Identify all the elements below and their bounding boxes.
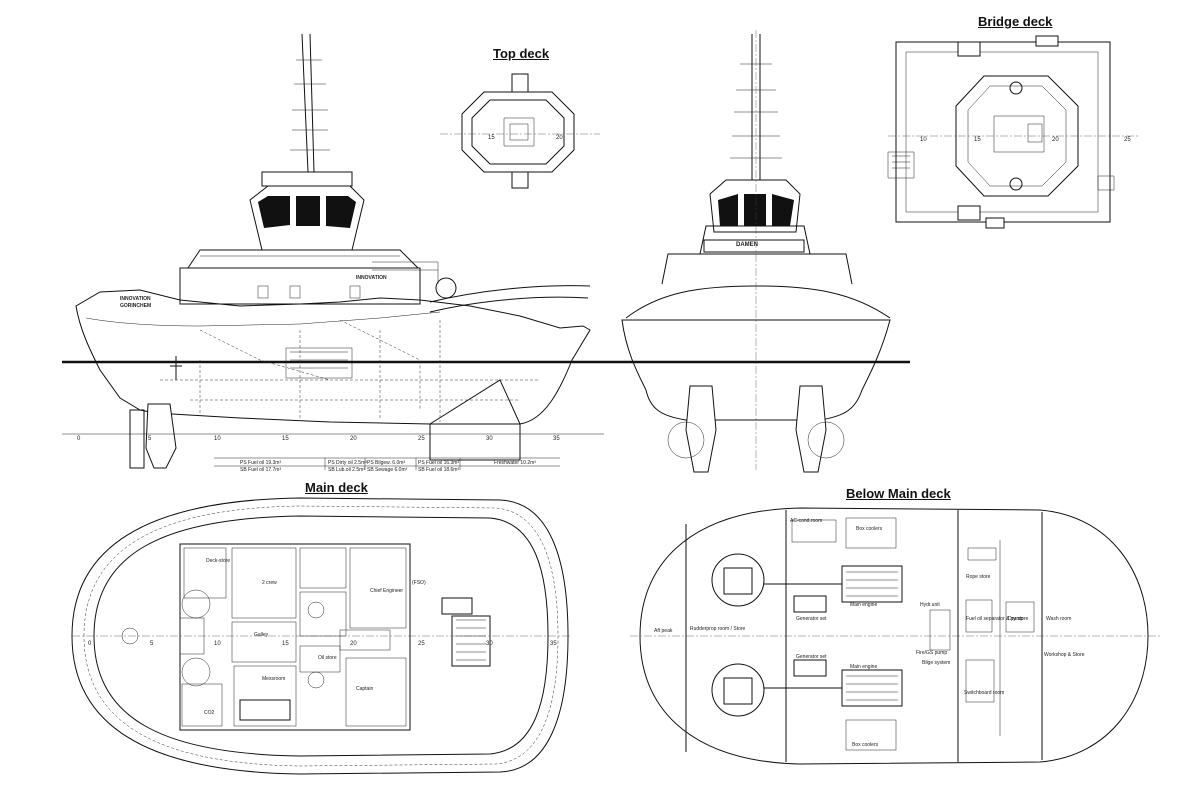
main-deck-ticks: 0 5 10 15 20 25 30 35 bbox=[88, 641, 557, 647]
top-deck-title: Top deck bbox=[493, 46, 550, 61]
room-label-box-coolers-bottom: Box coolers bbox=[852, 742, 879, 748]
hull-outline bbox=[75, 289, 591, 425]
room-label-oil-store: Oil store bbox=[318, 655, 337, 661]
main-engine-starboard bbox=[841, 669, 903, 707]
top-deck-tick: 20 bbox=[556, 135, 563, 141]
room-label-captain: Captain bbox=[356, 686, 373, 692]
bridge-deck-tick: 25 bbox=[1124, 137, 1131, 143]
room-label-aft-peak: Aft peak bbox=[654, 628, 673, 634]
bridge-wheelhouse-plan bbox=[955, 75, 1079, 197]
room-label-main-engine-top: Main engine bbox=[850, 602, 877, 608]
room-label-co2: CO2 bbox=[204, 710, 215, 716]
generator-port bbox=[793, 595, 827, 613]
thruster-well-port bbox=[711, 553, 765, 607]
tank-capacity-table: PS Fuel oil 19.3m³ PS Dirty oil 2.5m³ PS… bbox=[214, 457, 560, 473]
room-label-wash: Wash room bbox=[1046, 616, 1071, 622]
bridge-deck-tick: 15 bbox=[974, 137, 981, 143]
room-label-chief-engineer: Chief Engineer bbox=[370, 588, 403, 594]
main-deck-view: Deck-store 2 crew Chief Engineer (FSO) G… bbox=[71, 497, 570, 775]
room-label-rope-store: Rope store bbox=[966, 574, 991, 580]
top-deck-outline bbox=[461, 91, 575, 173]
room-label-ac-cond: AC-cond.room bbox=[790, 518, 822, 524]
room-label-bilge-system: Bilge system bbox=[922, 660, 950, 666]
tank-label: Freshwater 10.2m³ bbox=[494, 460, 536, 466]
side-profile-view: INNOVATION INNOVATION GORINCHEM 0 5 10 1… bbox=[62, 33, 604, 473]
azimuth-thruster-side bbox=[145, 403, 177, 469]
front-view: DAMEN bbox=[604, 30, 910, 473]
tank-label: PS Dirty oil 2.5m³ bbox=[328, 460, 367, 466]
room-label-box-coolers-top: Box coolers bbox=[856, 526, 883, 532]
tank-label: PS Bilgew. 6.0m³ bbox=[367, 460, 405, 466]
frame-tick: 20 bbox=[350, 436, 357, 442]
towing-winch-plan bbox=[451, 615, 491, 667]
main-engine-profile bbox=[285, 347, 353, 379]
thruster-well-starboard bbox=[711, 663, 765, 717]
tank-label: PS Fuel oil 19.3m³ bbox=[240, 460, 281, 466]
frame-scale-ticks: 0 5 10 15 20 25 30 35 bbox=[77, 436, 560, 442]
thruster-port bbox=[685, 385, 717, 473]
main-deck-title: Main deck bbox=[305, 480, 368, 495]
towing-winch bbox=[435, 277, 457, 299]
deckhouse bbox=[179, 267, 421, 305]
room-label-rudderprop: Rudderprop room / Store bbox=[690, 626, 746, 632]
room-label-generator-top: Generator set bbox=[796, 616, 827, 622]
thruster-starboard bbox=[795, 385, 827, 473]
frame-tick: 30 bbox=[486, 436, 493, 442]
room-label-messroom: Messroom bbox=[262, 676, 285, 682]
room-label-galley: Galley bbox=[254, 632, 269, 638]
main-deck-tick: 10 bbox=[214, 641, 221, 647]
frame-tick: 5 bbox=[148, 436, 152, 442]
tank-label: SB Sewage 6.0m³ bbox=[367, 467, 408, 473]
frame-tick: 10 bbox=[214, 436, 221, 442]
bridge-deck-tick: 10 bbox=[920, 137, 927, 143]
bridge-deck-tick: 20 bbox=[1052, 137, 1059, 143]
bridge-deck-title: Bridge deck bbox=[978, 14, 1053, 29]
room-label-deck-store: Deck-store bbox=[206, 558, 230, 564]
top-deck-view: 15 20 bbox=[440, 73, 600, 189]
below-main-deck-title: Below Main deck bbox=[846, 486, 951, 501]
mast bbox=[301, 33, 309, 173]
home-port-line-2: GORINCHEM bbox=[120, 303, 151, 309]
room-label-generator-bottom: Generator set bbox=[796, 654, 827, 660]
bridge-name-label: DAMEN bbox=[736, 242, 758, 248]
frame-tick: 0 bbox=[77, 436, 81, 442]
accommodation-block bbox=[179, 543, 411, 731]
room-label-workshop: Workshop & Store bbox=[1044, 652, 1085, 658]
room-label-fso: (FSO) bbox=[412, 580, 426, 586]
room-label-fire-pump: Fire/GS pump bbox=[916, 650, 947, 656]
tank-label: SB Fuel oil 18.6m³ bbox=[418, 467, 459, 473]
room-label-main-engine-bottom: Main engine bbox=[850, 664, 877, 670]
tank-label: PS Fuel oil 16.3m³ bbox=[418, 460, 459, 466]
room-label-hydr-unit: Hydr.unit bbox=[920, 602, 940, 608]
below-main-deck-view: AC-cond.room Box coolers Rope store Aft … bbox=[630, 507, 1160, 765]
bridge-deck-view: 10 15 20 25 bbox=[887, 35, 1140, 229]
frame-tick: 35 bbox=[553, 436, 560, 442]
main-engine-port bbox=[841, 565, 903, 603]
main-deck-tick: 30 bbox=[486, 641, 493, 647]
main-deck-tick: 35 bbox=[550, 641, 557, 647]
room-label-dry-store: Dry store bbox=[1008, 616, 1029, 622]
top-deck-tick: 15 bbox=[488, 135, 495, 141]
tank-label: SB Fuel oil 17.7m³ bbox=[240, 467, 281, 473]
room-label-fuel-oil-sep: Fuel oil separator & pump bbox=[966, 616, 1023, 622]
frame-tick: 15 bbox=[282, 436, 289, 442]
skeg bbox=[429, 379, 521, 461]
room-label-switchboard: Switchboard room bbox=[964, 690, 1004, 696]
main-deck-tick: 15 bbox=[282, 641, 289, 647]
home-port-line-1: INNOVATION bbox=[120, 296, 151, 302]
tank-label: SB Lub.oil 2.5m³ bbox=[328, 467, 365, 473]
room-label-crew: 2 crew bbox=[262, 580, 277, 586]
main-deck-tick: 5 bbox=[150, 641, 154, 647]
generator-starboard bbox=[793, 659, 827, 677]
frame-tick: 25 bbox=[418, 436, 425, 442]
main-deck-tick: 0 bbox=[88, 641, 92, 647]
hull-name-label: INNOVATION bbox=[356, 275, 387, 281]
front-fender bbox=[625, 285, 891, 319]
main-deck-tick: 20 bbox=[350, 641, 357, 647]
main-deck-tick: 25 bbox=[418, 641, 425, 647]
